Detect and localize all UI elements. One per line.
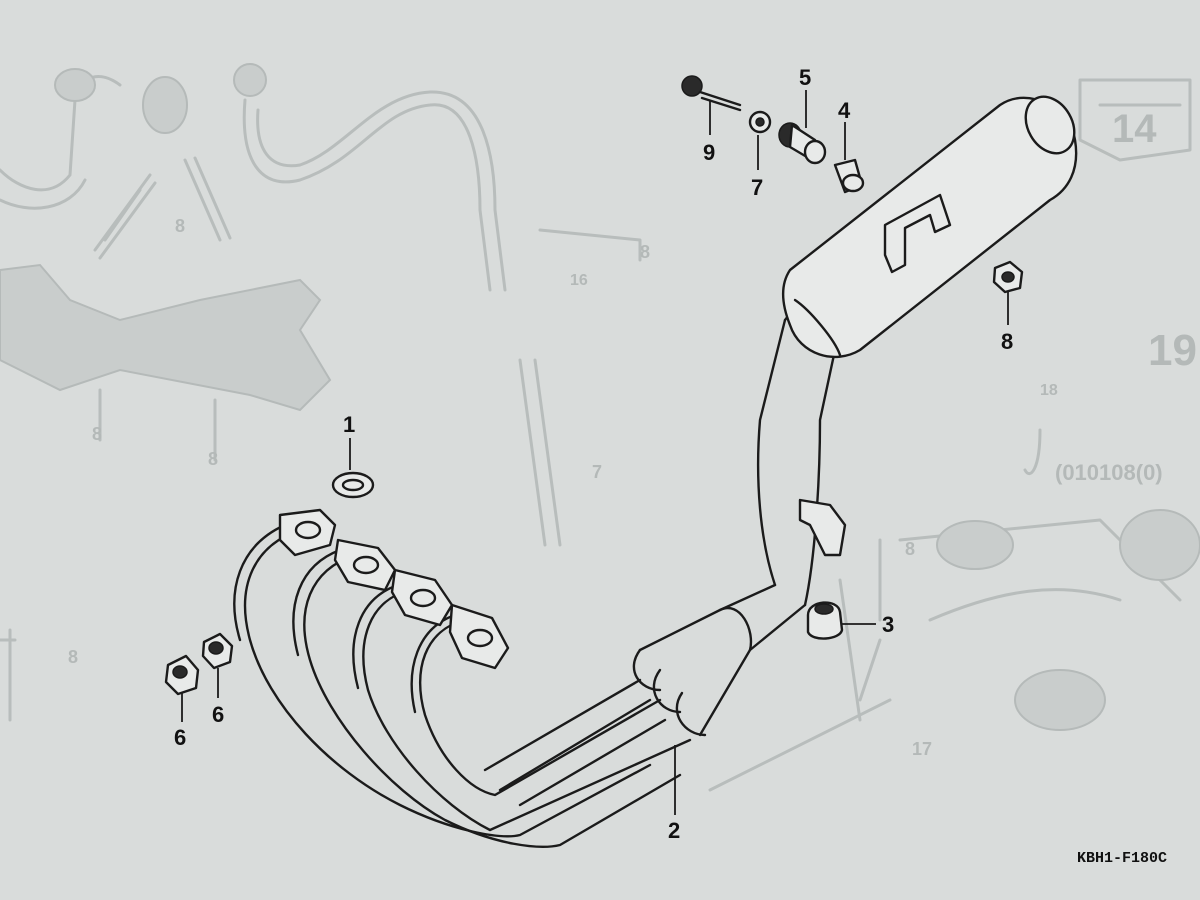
- ghost-date-code: (010108(0): [1055, 460, 1163, 485]
- callout-4: 4: [838, 98, 851, 123]
- gasket: [331, 471, 375, 499]
- ghost-callout: 8: [175, 216, 185, 236]
- exhaust-pipe-assembly: [233, 305, 847, 848]
- collar: [833, 158, 865, 194]
- callout-3: 3: [882, 612, 894, 637]
- callout-5: 5: [799, 65, 811, 90]
- ghost-callout: 18: [1040, 382, 1058, 399]
- callout-7: 7: [751, 175, 763, 200]
- ghost-callout: 8: [640, 242, 650, 262]
- flange-nut: [164, 654, 200, 696]
- muffler: [782, 95, 1078, 359]
- ghost-page-number: 14: [1112, 107, 1157, 151]
- ghost-callout: 8: [92, 424, 102, 444]
- rubber-grommet: [778, 122, 827, 165]
- ghost-callout: 7: [592, 462, 602, 482]
- callout-leaders: [181, 90, 1009, 815]
- ghost-callout: 17: [912, 739, 932, 759]
- ghost-background: 14 19 (010108(0) 8 8 8 8 8 8 7 16 17 18: [0, 63, 1200, 792]
- callout-8: 8: [1001, 329, 1013, 354]
- ghost-callout: 16: [570, 272, 588, 289]
- ghost-callout: 8: [905, 539, 915, 559]
- callout-9: 9: [703, 140, 715, 165]
- hardware-parts: [164, 75, 1024, 696]
- ghost-section-number: 19: [1148, 326, 1197, 375]
- callout-1: 1: [343, 412, 355, 437]
- callout-6: 6: [174, 725, 186, 750]
- bolt: [681, 75, 742, 112]
- flange-nut: [201, 632, 234, 670]
- ghost-callout: 8: [208, 449, 218, 469]
- callout-6: 6: [212, 702, 224, 727]
- rubber-mount: [806, 601, 844, 640]
- nut: [992, 260, 1024, 294]
- callout-2: 2: [668, 818, 680, 843]
- callout-numbers: 1 2 3 4 5 6 6 7 8 9: [174, 65, 1013, 843]
- diagram-reference-code: KBH1-F180C: [1077, 850, 1167, 867]
- ghost-callout: 8: [68, 647, 78, 667]
